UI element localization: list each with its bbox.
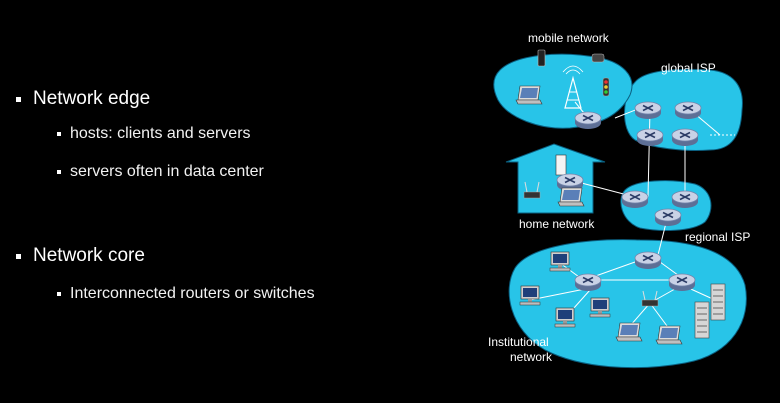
traffic-light-icon xyxy=(602,77,610,97)
bullet-marker xyxy=(57,170,61,174)
wireless-access-point-icon xyxy=(641,290,659,307)
label-regional-isp: regional ISP xyxy=(685,230,750,244)
laptop-icon xyxy=(557,187,585,207)
laptop-icon xyxy=(655,325,683,345)
label-institutional-line2: network xyxy=(510,350,553,364)
phone-icon xyxy=(537,49,546,67)
bullet-marker xyxy=(57,292,61,296)
laptop-icon xyxy=(615,322,643,342)
bullet-routers: Interconnected routers or switches xyxy=(57,285,315,303)
cell-tower-icon xyxy=(562,65,584,109)
bullet-network-core: Network core xyxy=(16,245,145,267)
router-icon xyxy=(621,190,649,209)
bullet-hosts: hosts: clients and servers xyxy=(57,125,251,143)
router-icon xyxy=(574,111,602,130)
router-icon xyxy=(671,190,699,209)
label-mobile-network: mobile network xyxy=(528,31,610,45)
bullet-text: servers often in data center xyxy=(70,163,264,180)
router-icon xyxy=(668,273,696,292)
router-icon xyxy=(634,101,662,120)
server-rack-icon xyxy=(694,301,710,339)
router-icon xyxy=(636,128,664,147)
bullet-marker xyxy=(16,96,21,102)
bullet-text: Network core xyxy=(33,245,145,266)
bullet-text: Network edge xyxy=(33,88,151,109)
bullet-network-edge: Network edge xyxy=(16,88,150,110)
server-rack-icon xyxy=(710,283,726,321)
router-icon xyxy=(574,273,602,292)
bullet-marker xyxy=(57,132,61,136)
router-icon xyxy=(671,128,699,147)
house-icon xyxy=(505,143,606,214)
bullet-list: Network edge hosts: clients and servers … xyxy=(16,88,315,303)
desktop-pc-icon xyxy=(554,307,576,328)
laptop-icon xyxy=(515,85,543,105)
wireless-access-point-icon xyxy=(523,181,541,199)
network-diagram: mobile network global ISP home network r… xyxy=(488,31,750,369)
mobile-network-cloud xyxy=(493,53,633,129)
router-icon xyxy=(674,101,702,120)
desktop-pc-icon xyxy=(589,297,611,318)
label-home-network: home network xyxy=(519,217,595,231)
desktop-pc-icon xyxy=(555,154,567,176)
institutional-network-cloud xyxy=(508,239,747,369)
router-icon xyxy=(654,208,682,227)
label-global-isp: global ISP xyxy=(661,61,716,75)
bullet-servers: servers often in data center xyxy=(57,163,264,181)
bullet-text: Interconnected routers or switches xyxy=(70,285,315,302)
desktop-pc-icon xyxy=(549,251,571,272)
label-institutional-line1: Institutional xyxy=(488,335,549,349)
bullet-text: hosts: clients and servers xyxy=(70,125,251,142)
desktop-pc-icon xyxy=(519,285,541,306)
router-icon xyxy=(634,251,662,270)
car-icon xyxy=(591,53,605,63)
bullet-marker xyxy=(16,253,21,259)
